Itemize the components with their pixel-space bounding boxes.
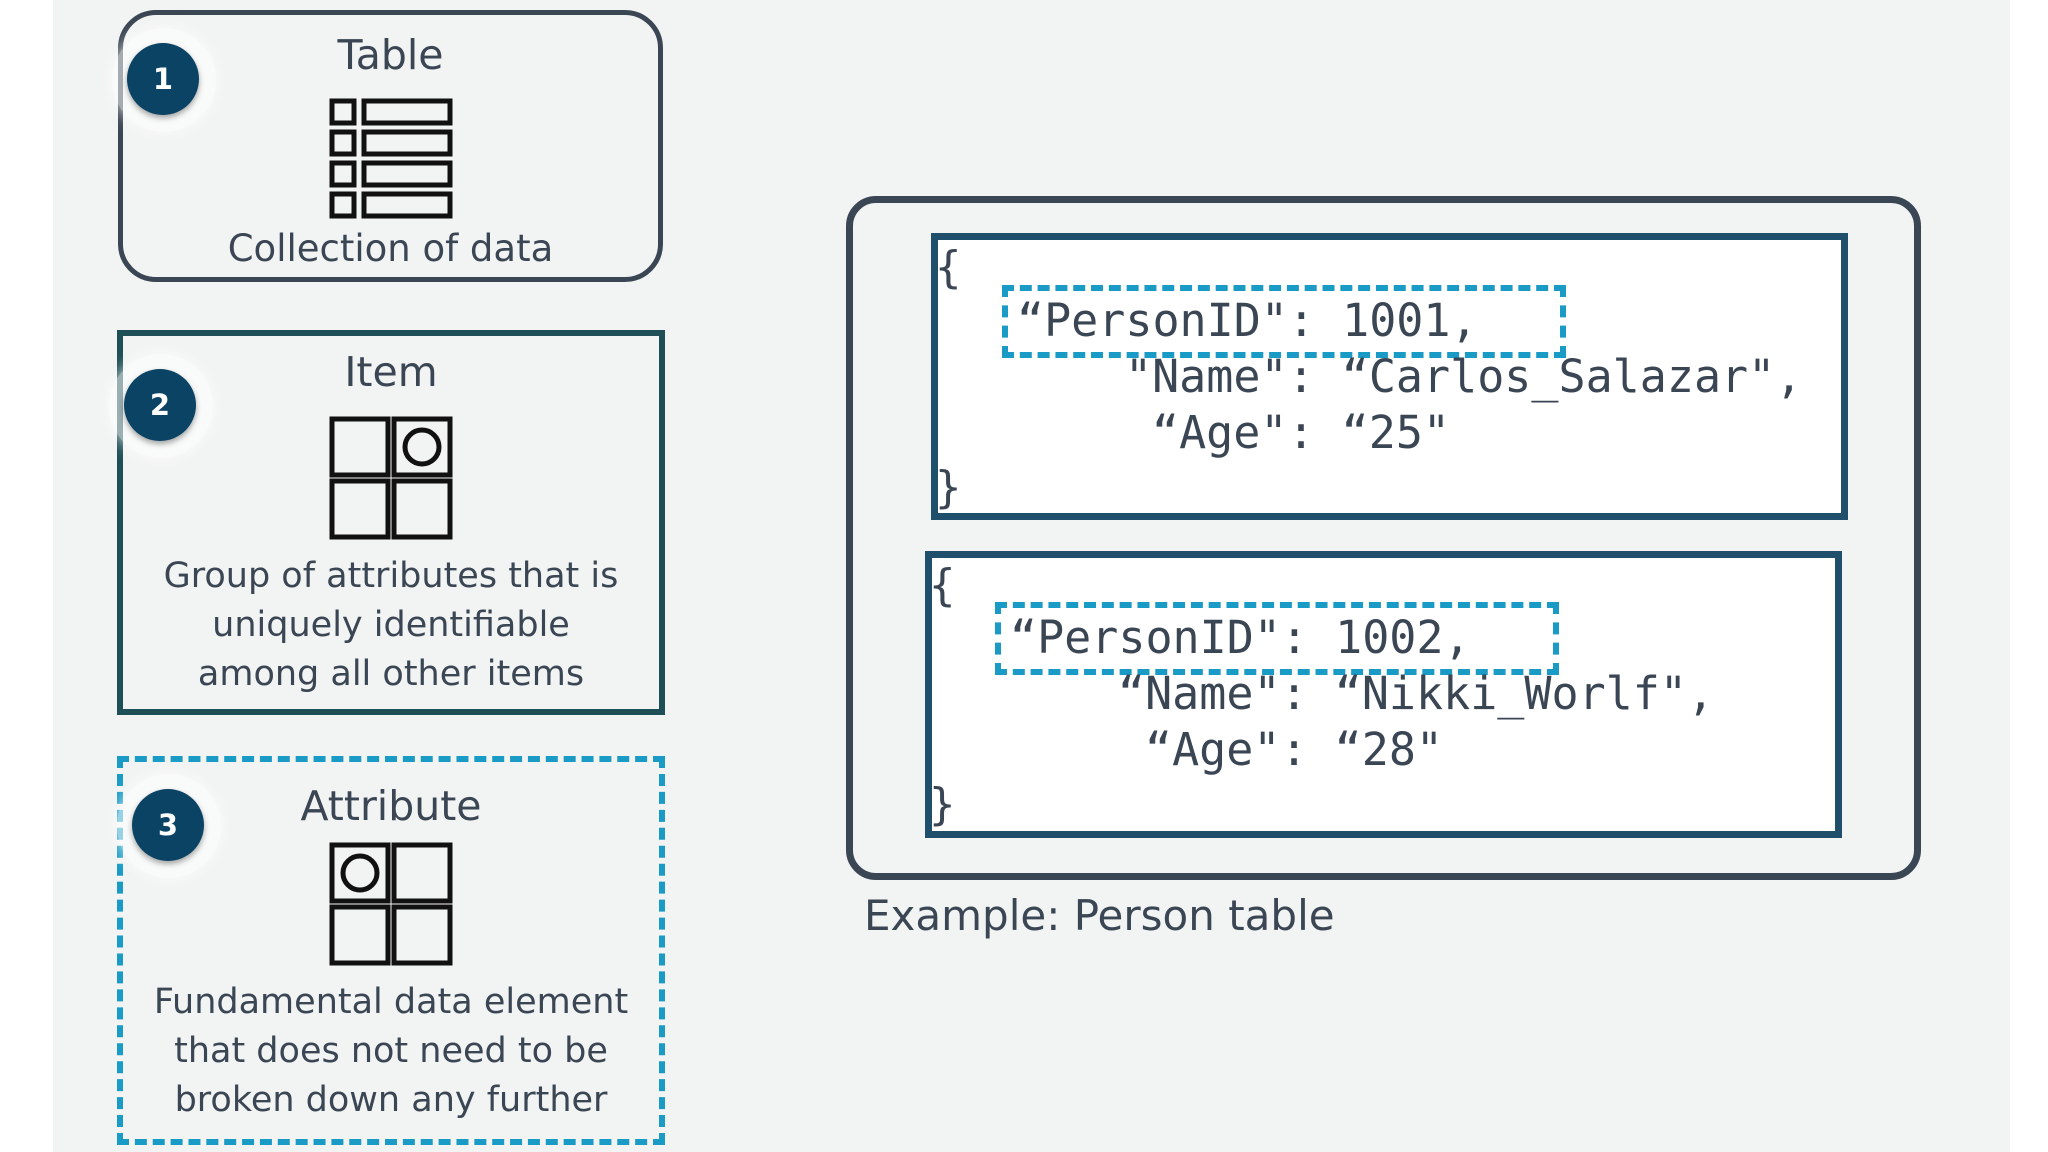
item-description-line-1: Group of attributes that is [163, 556, 619, 596]
table-title: Table [337, 31, 444, 79]
attribute-description-line-2: that does not need to be [174, 1031, 608, 1071]
record-2-close-brace: } [929, 779, 956, 830]
item-concept-card: Item Group of attributes that is uniquel… [117, 330, 665, 715]
attribute-description-line-3: broken down any further [174, 1080, 608, 1120]
attribute-concept-card: Attribute Fundamental data element that … [117, 756, 665, 1145]
table-icon [329, 98, 453, 219]
table-concept-card: Table Collection of data [118, 10, 663, 282]
item-grid-icon [329, 416, 453, 540]
example-caption: Example: Person table [864, 891, 1335, 940]
record-2-open-brace: { [929, 560, 956, 611]
step-badge-2: 2 [124, 369, 196, 441]
record-1-close-brace: } [935, 462, 962, 513]
person-record-1 [931, 233, 1848, 520]
record-1-open-brace: { [935, 242, 962, 293]
attribute-grid-icon [329, 842, 453, 966]
person-table-frame [846, 196, 1921, 880]
partition-key-highlight-2 [995, 602, 1559, 675]
record-2-name-line: “Name": “Nikki_Worlf", [1118, 667, 1715, 720]
step-badge-3: 3 [132, 789, 204, 861]
item-description-line-2: uniquely identifiable [212, 605, 570, 645]
item-description-line-3: among all other items [197, 654, 585, 694]
badge-3-halo: 3 [117, 774, 221, 878]
badge-1-halo: 1 [112, 28, 216, 132]
attribute-title: Attribute [300, 782, 482, 830]
record-1-age-line: “Age": “25" [1152, 406, 1451, 459]
table-description: Collection of data [227, 227, 554, 270]
badge-2-halo: 2 [109, 354, 213, 458]
step-badge-1: 1 [127, 43, 199, 115]
record-2-age-line: “Age": “28" [1145, 723, 1444, 776]
partition-key-highlight-1 [1002, 285, 1566, 358]
record-2-key-line: “PersonID": 1002, [1010, 611, 1471, 664]
record-1-name-line: "Name": “Carlos_Salazar", [1125, 350, 1803, 403]
record-1-key-line: “PersonID": 1001, [1017, 294, 1478, 347]
item-title: Item [344, 348, 438, 396]
person-record-2 [925, 551, 1842, 838]
attribute-description-line-1: Fundamental data element [153, 982, 629, 1022]
